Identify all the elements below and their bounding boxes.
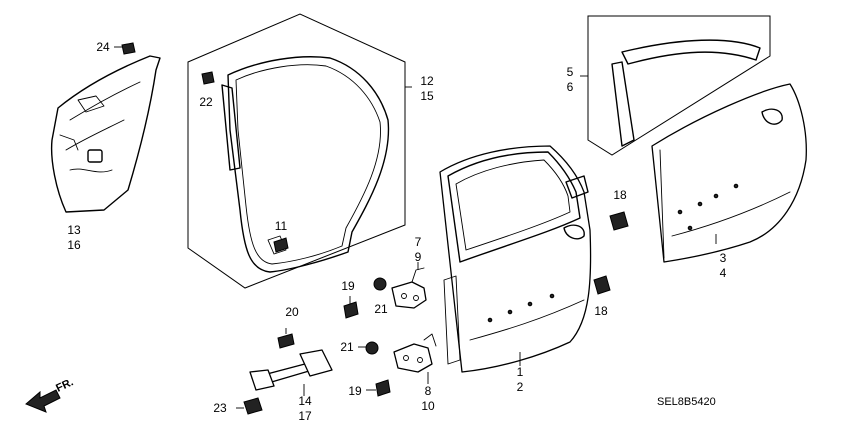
callout-4: 4 (720, 266, 727, 280)
callout-18-lower: 18 (594, 304, 608, 318)
nut-21-upper (373, 277, 387, 291)
plug-18-upper (609, 211, 629, 231)
callout-16: 16 (67, 238, 81, 252)
callout-12: 12 (420, 74, 434, 88)
clip-11 (273, 237, 289, 253)
clip-24 (114, 42, 136, 55)
callout-3: 3 (720, 251, 727, 265)
callout-13: 13 (67, 223, 81, 237)
nut-21-lower (358, 341, 379, 355)
callout-19-upper: 19 (341, 279, 355, 293)
callout-20: 20 (285, 305, 299, 319)
door-outer-skin (651, 83, 807, 263)
bolt-23 (236, 397, 263, 415)
clip-22 (201, 71, 215, 85)
weatherstrip-frame (187, 13, 412, 289)
callout-21-lower: 21 (340, 340, 354, 354)
direction-label: FR. (54, 376, 75, 394)
callout-10: 10 (421, 399, 435, 413)
callout-8: 8 (425, 384, 432, 398)
sash-molding-frame (580, 15, 771, 156)
callout-21-upper: 21 (374, 302, 388, 316)
door-panel (439, 145, 592, 373)
bolt-19-upper (343, 296, 359, 319)
diagram-code: SEL8B5420 (657, 396, 716, 408)
bolt-19-lower (366, 379, 391, 397)
lower-hinge (393, 333, 437, 384)
callout-6: 6 (567, 80, 574, 94)
callout-11: 11 (275, 219, 288, 233)
door-checker (249, 349, 333, 396)
callout-19-lower: 19 (348, 384, 362, 398)
callout-15: 15 (420, 89, 434, 103)
callout-9: 9 (415, 250, 422, 264)
callout-22: 22 (199, 95, 213, 109)
plug-18-lower (593, 275, 611, 295)
bolt-20 (277, 328, 295, 349)
callout-14: 14 (298, 394, 312, 408)
callout-23: 23 (213, 401, 227, 415)
upper-hinge (391, 262, 427, 309)
callout-17: 17 (298, 409, 312, 423)
door-hole-cover (50, 55, 161, 213)
callout-7: 7 (415, 235, 422, 249)
front-direction-arrow (25, 389, 61, 413)
callout-18-upper: 18 (613, 188, 627, 202)
callout-2: 2 (517, 380, 524, 394)
callout-5: 5 (567, 65, 574, 79)
callout-1: 1 (517, 365, 524, 379)
callout-24: 24 (96, 40, 110, 54)
